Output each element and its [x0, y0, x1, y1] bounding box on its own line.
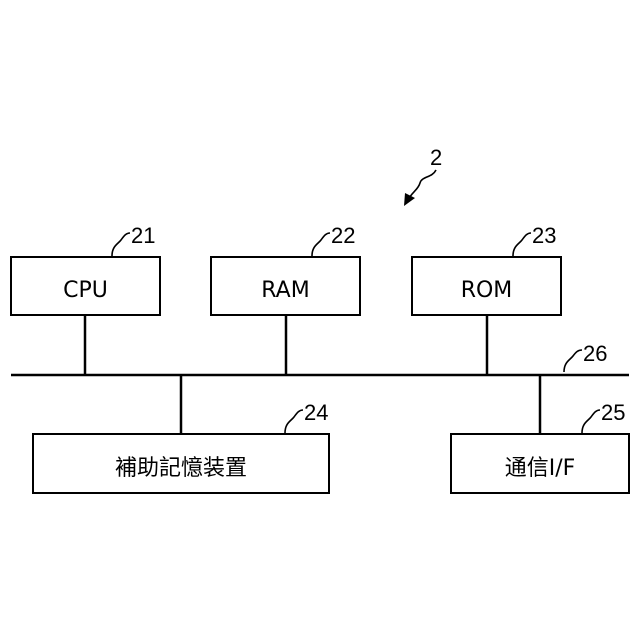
cpu-label: CPU — [63, 278, 108, 303]
auxiliary-storage-label: 補助記憶装置 — [115, 456, 247, 481]
ram-ref-leader — [312, 233, 330, 256]
figure-ref-arrow — [408, 170, 436, 200]
rom-ref-number: 23 — [532, 223, 556, 248]
figure-ref-arrowhead — [404, 193, 415, 206]
ram-label: RAM — [261, 278, 309, 303]
ram-block: RAM — [211, 257, 360, 315]
communication-interface-label: 通信I/F — [505, 456, 576, 481]
rom-ref-leader — [513, 233, 531, 256]
communication-interface-block: 通信I/F — [451, 434, 629, 493]
comm-ref-leader — [582, 410, 600, 433]
bus-ref-leader — [564, 350, 582, 372]
storage-ref-number: 24 — [304, 400, 328, 425]
cpu-block: CPU — [11, 257, 160, 315]
auxiliary-storage-block: 補助記憶装置 — [33, 434, 329, 493]
rom-label: ROM — [461, 278, 513, 303]
rom-block: ROM — [412, 257, 561, 315]
cpu-ref-leader — [112, 233, 130, 256]
comm-ref-number: 25 — [601, 400, 625, 425]
cpu-ref-number: 21 — [131, 223, 155, 248]
ram-ref-number: 22 — [331, 223, 355, 248]
figure-ref-number: 2 — [430, 145, 442, 170]
storage-ref-leader — [285, 410, 303, 433]
bus-ref-number: 26 — [583, 341, 607, 366]
